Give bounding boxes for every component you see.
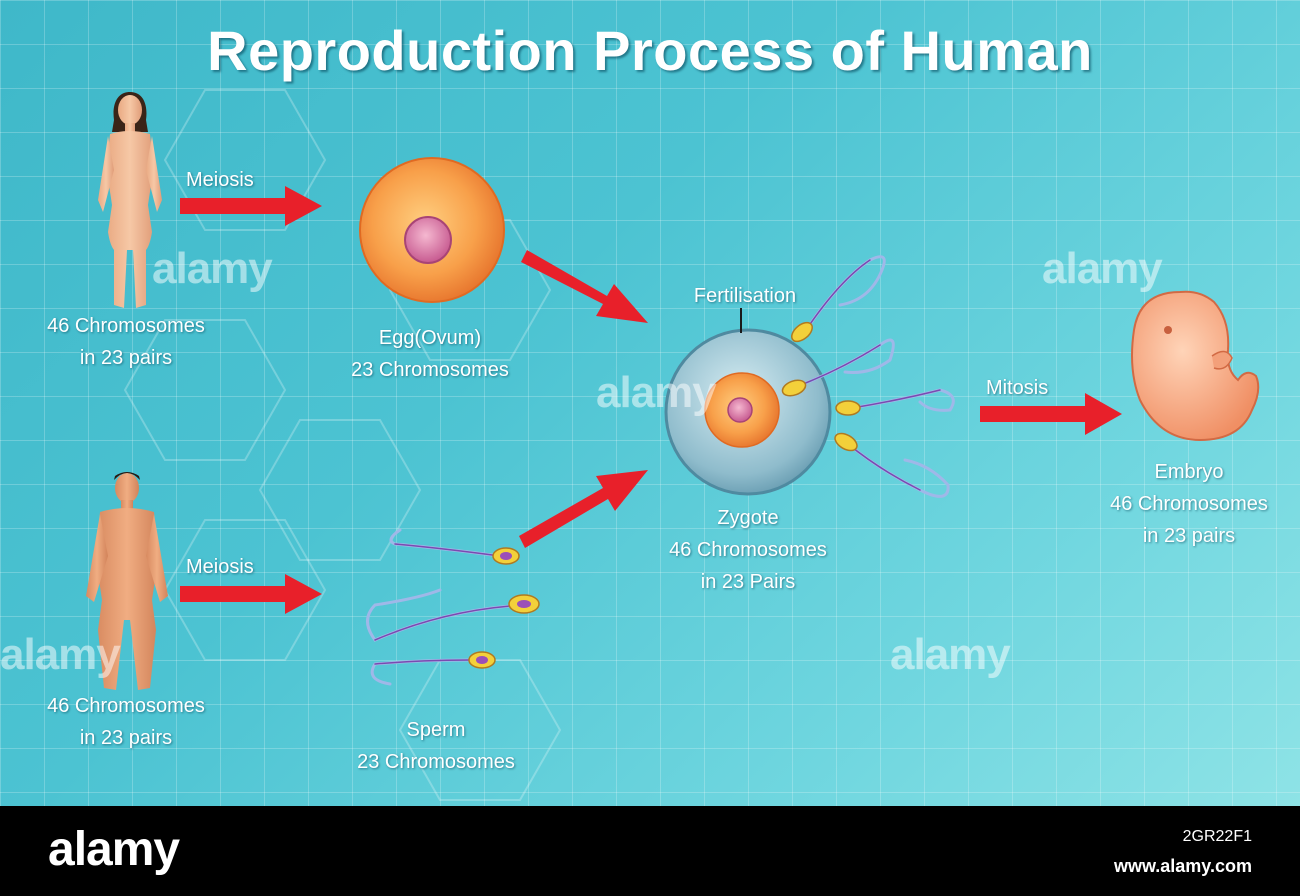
- sperm-label: Sperm 23 Chromosomes: [318, 714, 554, 778]
- zygote-label-line2: 46 Chromosomes: [669, 539, 827, 561]
- watermark-text: alamy: [0, 630, 121, 679]
- female-label-line1: 46 Chromosomes: [47, 315, 205, 337]
- watermark-text: alamy: [596, 368, 717, 417]
- hexagon-decoration: [123, 89, 562, 801]
- zygote-label: Zygote 46 Chromosomes in 23 Pairs: [632, 502, 864, 598]
- female-label-line2: in 23 pairs: [79, 347, 173, 369]
- zygote-label-line3: in 23 Pairs: [700, 571, 796, 593]
- footer-url: www.alamy.com: [1113, 856, 1252, 876]
- female-label: 46 Chromosomes in 23 pairs: [10, 310, 242, 374]
- male-label-line2: in 23 pairs: [79, 727, 173, 749]
- watermark-text: alamy: [890, 630, 1011, 679]
- arrows-group: [180, 186, 1122, 614]
- female-figure: [98, 92, 162, 308]
- stock-footer: alamy 2GR22F1 www.alamy.com: [0, 806, 1300, 896]
- male-label: 46 Chromosomes in 23 pairs: [10, 690, 242, 754]
- watermark-text: alamy: [152, 244, 273, 293]
- zygote-cell: [664, 328, 832, 496]
- embryo-label-line1: Embryo: [1154, 461, 1224, 483]
- embryo-label-line3: in 23 pairs: [1142, 525, 1236, 547]
- embryo-label-line2: 46 Chromosomes: [1110, 493, 1268, 515]
- egg-to-zygote-arrow: [521, 250, 648, 323]
- egg-label-line1: Egg(Ovum): [378, 327, 482, 349]
- embryo-label: Embryo 46 Chromosomes in 23 pairs: [1078, 456, 1300, 552]
- meiosis-label-bottom: Meiosis: [186, 556, 254, 578]
- meiosis-arrow-top: [180, 186, 322, 226]
- zygote-sperm-heads: [781, 321, 861, 452]
- male-label-line1: 46 Chromosomes: [47, 695, 205, 717]
- diagram-art: [86, 89, 1260, 801]
- sperm-cells: [366, 528, 540, 686]
- sperm-label-line2: 23 Chromosomes: [357, 751, 515, 773]
- mitosis-label: Mitosis: [986, 377, 1049, 399]
- embryo-figure: [1131, 290, 1260, 442]
- watermark-text: alamy: [1042, 244, 1163, 293]
- background-grid: [0, 0, 1300, 806]
- footer-logo: alamy: [48, 823, 180, 876]
- egg-label-line2: 23 Chromosomes: [351, 359, 509, 381]
- footer-image-id: 2GR22F1: [1182, 828, 1252, 845]
- diagram-canvas: alamy alamy alamy alamy alamy Reproducti…: [0, 0, 1300, 806]
- zygote-sperm-cells: [796, 255, 955, 498]
- egg-cell: [359, 157, 505, 303]
- meiosis-label-top: Meiosis: [186, 169, 254, 191]
- sperm-to-zygote-arrow: [519, 470, 648, 548]
- diagram-title: Reproduction Process of Human: [207, 19, 1093, 82]
- fertilisation-label: Fertilisation: [693, 285, 797, 307]
- mitosis-arrow: [980, 393, 1122, 435]
- sperm-label-line1: Sperm: [406, 719, 466, 741]
- meiosis-arrow-bottom: [180, 574, 322, 614]
- zygote-label-line1: Zygote: [717, 507, 779, 529]
- male-figure: [86, 472, 168, 690]
- egg-label: Egg(Ovum) 23 Chromosomes: [312, 322, 548, 386]
